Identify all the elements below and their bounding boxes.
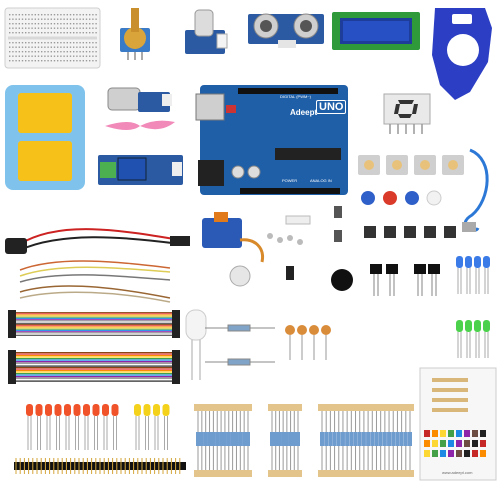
board-digital-header: DIGITAL (PWM~)	[280, 94, 311, 99]
buzzer-and-sensors	[229, 264, 440, 296]
ultrasonic-sensor	[248, 13, 324, 48]
microcontroller-board	[195, 85, 348, 195]
slide-switches	[334, 206, 342, 242]
blue-leds	[456, 256, 490, 294]
tactile-buttons-large	[358, 155, 464, 175]
relay-module	[98, 155, 183, 185]
card-footer: www.adeept.com	[442, 470, 473, 475]
board-brand-label: Adeept	[290, 108, 318, 117]
red-leds	[26, 404, 119, 450]
white-led	[185, 309, 207, 380]
ribbon-cable-2	[8, 350, 180, 384]
membrane-keypad-frame	[5, 85, 85, 190]
jumper-wires	[19, 260, 171, 303]
resistor-pack-2	[268, 404, 302, 477]
ribbon-cable-1	[8, 310, 180, 338]
servo-motor	[202, 212, 265, 263]
board-model-label: UNO	[316, 100, 347, 114]
resistor-reference-card	[419, 367, 497, 481]
green-leds	[456, 320, 490, 358]
resistor-pack-3	[318, 404, 414, 477]
usb-cable	[462, 148, 489, 232]
acrylic-servo-bracket	[432, 8, 492, 100]
battery-clip-wires	[5, 228, 190, 254]
mini-breadboard	[4, 7, 101, 69]
capacitors	[285, 325, 331, 360]
board-analog-header: ANALOG IN	[310, 178, 332, 183]
yellow-leds	[134, 404, 170, 450]
board-power-header: POWER	[282, 178, 298, 183]
rotary-sensor-module	[185, 9, 228, 54]
propeller	[105, 120, 175, 130]
tactile-buttons-small	[364, 226, 456, 238]
dc-motor-module	[107, 87, 172, 112]
potentiometer	[120, 8, 150, 60]
pin-header	[14, 458, 186, 474]
lcd-1602-display	[332, 12, 420, 50]
button-caps	[361, 190, 442, 206]
servo-hardware	[267, 215, 311, 245]
loose-resistors	[205, 324, 275, 366]
resistor-pack-1	[194, 404, 252, 477]
seven-segment-display	[383, 93, 431, 134]
